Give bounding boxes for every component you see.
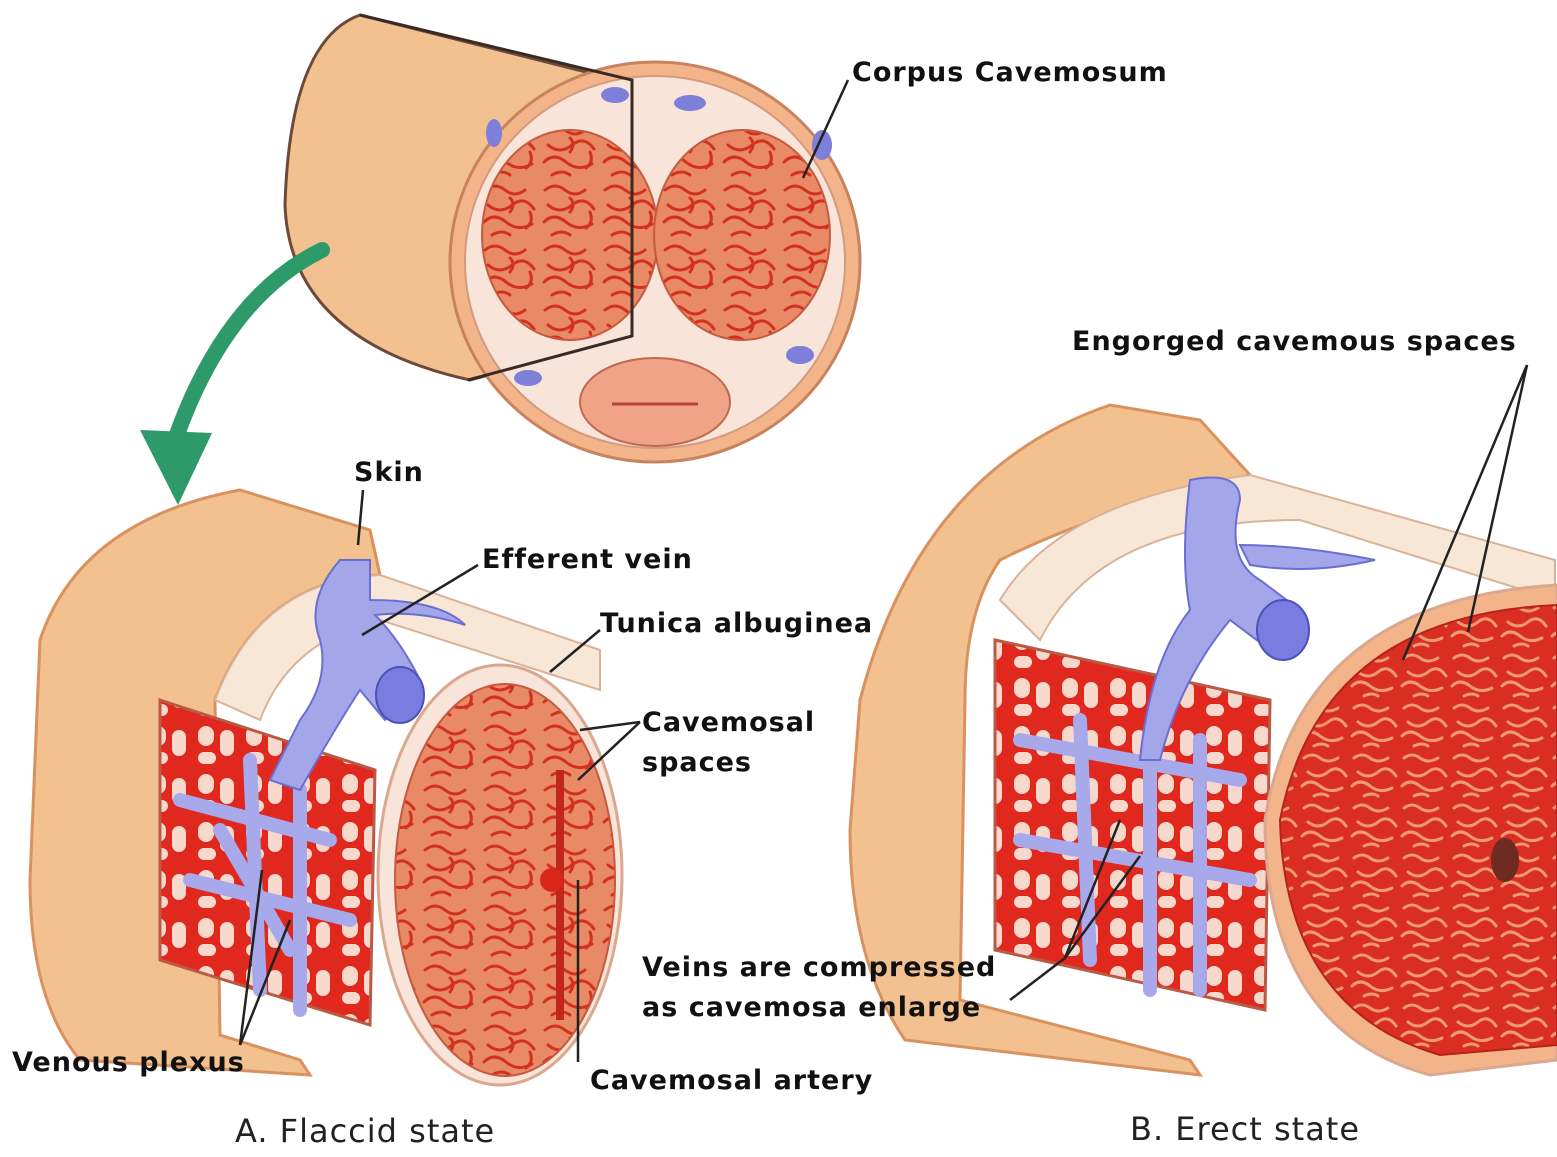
corpus-cavernosum-right-shape — [654, 130, 830, 340]
label-efferent-vein: Efferent vein — [482, 540, 693, 580]
caption-erect: B. Erect state — [1130, 1110, 1360, 1148]
green-arrow — [140, 250, 322, 505]
label-skin: Skin — [354, 453, 424, 493]
label-cavernosal-spaces-line2: spaces — [642, 743, 752, 783]
label-venous-plexus: Venous plexus — [12, 1043, 245, 1083]
label-veins-compressed-line1: Veins are compressed — [642, 948, 996, 988]
label-engorged-spaces: Engorged cavemous spaces — [1072, 322, 1517, 362]
label-veins-compressed-line2: as cavemosa enlarge — [642, 988, 981, 1028]
corpus-spongiosum-shape — [580, 358, 730, 446]
label-cavernosal-artery: Cavemosal artery — [590, 1061, 873, 1101]
label-corpus-cavernosum: Corpus Cavemosum — [852, 53, 1168, 93]
cross-section-top — [285, 15, 860, 462]
erect-mesh-window — [995, 640, 1270, 1010]
caption-flaccid: A. Flaccid state — [235, 1112, 495, 1150]
label-cavernosal-spaces-line1: Cavemosal — [642, 703, 815, 743]
label-tunica-albuginea: Tunica albuginea — [600, 604, 873, 644]
